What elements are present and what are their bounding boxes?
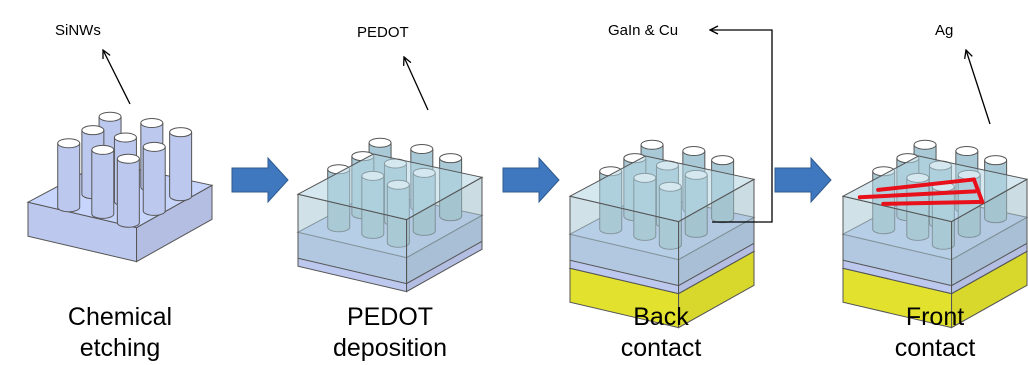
step-caption-line-2: deposition [333, 334, 447, 363]
step-1-device-nanowire [116, 153, 140, 228]
step-caption-back-contact: Back contact [561, 302, 761, 365]
process-arrow-2 [502, 156, 560, 204]
step-1-device [26, 111, 214, 263]
pedot-leader-line [404, 57, 429, 111]
step-3-device-polymer-top-face [568, 155, 756, 223]
gain-cu-leader-line [710, 30, 773, 223]
step-caption-line-1: Front [905, 303, 965, 331]
step-caption-line-2: etching [79, 334, 161, 363]
gain-cu-label: GaIn & Cu [608, 22, 679, 39]
sinws-leader-line [103, 50, 131, 105]
step-caption-line-2: contact [620, 334, 702, 363]
step-1-device-nanowire [169, 127, 193, 202]
step-1-device-nanowire [91, 144, 115, 219]
sinws-label: SiNWs [55, 22, 101, 39]
step-1-device-nanowire [142, 141, 166, 216]
ag-label: Ag [935, 22, 954, 39]
step-caption-chemical-etching: Chemical etching [20, 302, 220, 365]
step-caption-line-1: Back [633, 303, 689, 331]
step-4-device [841, 139, 1028, 329]
ag-leader-line [966, 50, 991, 125]
pedot-label: PEDOT [357, 24, 409, 41]
step-3-device [568, 139, 756, 329]
step-caption-pedot-deposition: PEDOT deposition [290, 302, 490, 365]
step-caption-line-2: contact [894, 334, 976, 363]
step-2-device-polymer-top-face [296, 153, 484, 221]
step-caption-front-contact: Front contact [835, 302, 1028, 365]
step-2-device [296, 137, 484, 293]
process-arrow-3 [774, 156, 832, 204]
process-arrow-1 [231, 156, 289, 204]
step-caption-line-1: PEDOT [346, 303, 434, 331]
step-1-device-nanowire [57, 138, 81, 213]
step-caption-line-1: Chemical [67, 303, 173, 331]
step-4-device-front-contact-grid [857, 177, 985, 206]
